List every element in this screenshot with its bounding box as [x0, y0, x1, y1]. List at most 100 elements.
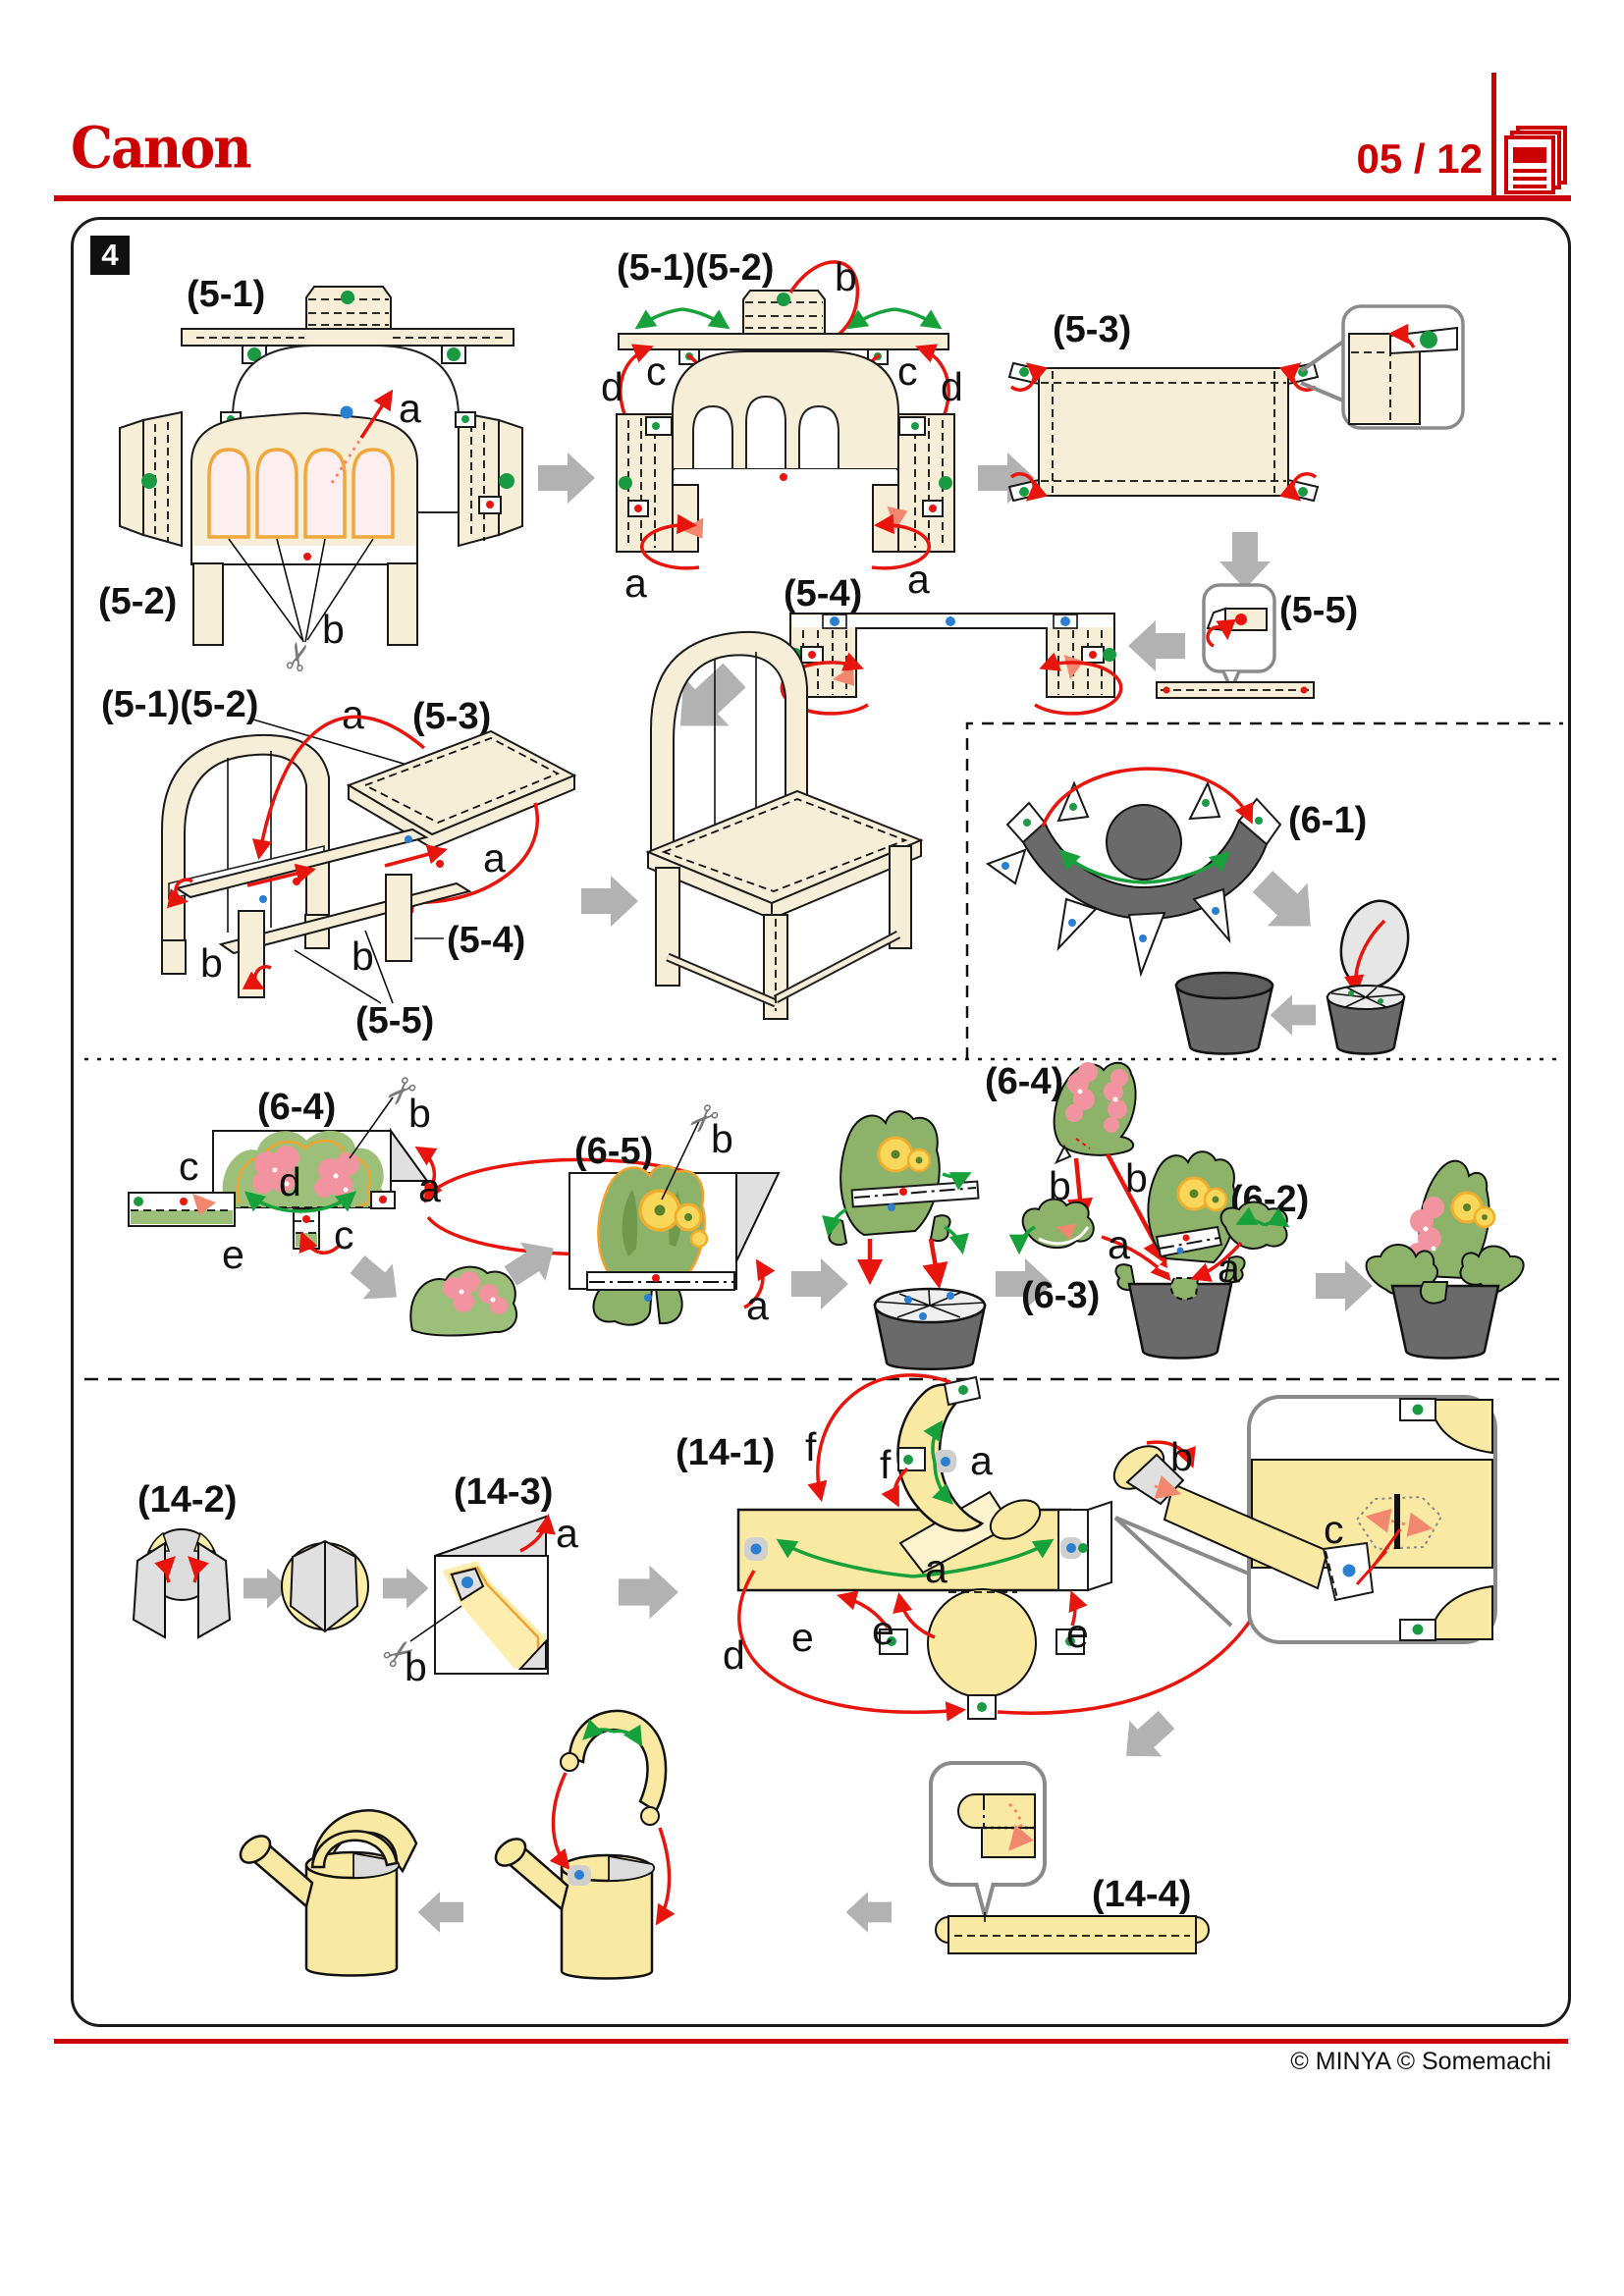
point-label: e	[791, 1615, 814, 1660]
flow-arrow-right	[538, 453, 595, 504]
plant-into-pot-diagram	[822, 1110, 987, 1370]
step-label: (5-1)	[187, 274, 265, 315]
can-handle-attach-diagram	[494, 1709, 676, 1980]
flow-arrow-diagonal	[1110, 1701, 1183, 1775]
point-label: c	[179, 1144, 199, 1189]
point-label: e	[1066, 1611, 1089, 1656]
point-label: c	[646, 348, 667, 394]
step-label: (6-5)	[574, 1131, 653, 1172]
step-label: (6-4)	[257, 1087, 336, 1128]
point-label: b	[322, 607, 345, 652]
flow-arrow-left	[1270, 994, 1316, 1036]
flow-arrow-right	[619, 1565, 678, 1620]
point-label: f	[880, 1442, 892, 1487]
step-5-3-seat-panel-diagram: (5-3)	[1007, 304, 1465, 503]
point-label: b	[1170, 1434, 1193, 1479]
pink-flower-cluster	[252, 1146, 359, 1198]
point-label: d	[601, 364, 623, 409]
step-14-3-spout-diagram: (14-3) a ✂ b	[374, 1471, 578, 1689]
point-label: a	[1108, 1222, 1130, 1267]
point-label: c	[1324, 1507, 1344, 1552]
flow-arrow-left	[1128, 620, 1185, 671]
finished-potted-plant	[1365, 1159, 1525, 1360]
point-label: b	[1125, 1155, 1148, 1201]
step-5-flat-headboard-diagram: (5-1) (5-2)	[98, 274, 523, 677]
step-5-5-strip-diagram: (5-5)	[1156, 583, 1358, 699]
step-5-4-rail-piece-diagram: (5-4)	[780, 573, 1123, 716]
step-14-1-can-body-diagram: (14-1) a f f a	[676, 1373, 1275, 1722]
step-label: (5-3)	[412, 696, 491, 737]
header-divider	[1491, 73, 1496, 198]
footer-rule	[54, 2039, 1568, 2044]
step-label: (14-1)	[676, 1432, 775, 1473]
point-label: b	[200, 940, 223, 986]
flow-arrow-right	[383, 1568, 429, 1609]
leaves-and-flowers-attach-diagram: (6-4) b b (6-3) a	[985, 1061, 1309, 1360]
step-label: (6-4)	[985, 1061, 1063, 1102]
point-label: a	[399, 386, 421, 431]
step-14-4-handle-diagram: (14-4)	[929, 1761, 1210, 1954]
step-label: (5-1)(5-2)	[101, 684, 258, 725]
flow-arrow-right	[791, 1258, 848, 1309]
tab-detail-callout	[1299, 304, 1465, 430]
point-label: a	[970, 1438, 993, 1483]
point-label: a	[556, 1511, 578, 1556]
point-label: d	[279, 1159, 301, 1204]
point-label: b	[835, 254, 857, 299]
point-label: f	[805, 1424, 817, 1469]
flow-arrow-left	[417, 1892, 463, 1933]
point-label: b	[352, 934, 374, 979]
point-label: a	[342, 692, 364, 737]
step-label: (5-3)	[1053, 309, 1131, 350]
point-label: c	[897, 348, 918, 394]
point-label: a	[907, 557, 930, 602]
body-roll-callout: c b	[1112, 1395, 1497, 1644]
step-label: (5-4)	[784, 573, 862, 614]
step-label: (5-5)	[355, 1000, 434, 1041]
step-label: (14-3)	[454, 1471, 553, 1513]
point-label: b	[405, 1644, 427, 1689]
pages-icon	[1504, 126, 1567, 194]
flow-arrow-right	[581, 876, 638, 927]
bench-assembly-diagram: (5-1)(5-2) a (5-3) a	[101, 684, 577, 1041]
header-rule	[54, 195, 1571, 201]
point-label: a	[1218, 1246, 1240, 1291]
point-label: e	[222, 1232, 244, 1277]
step-label: (14-2)	[137, 1479, 237, 1521]
point-label: a	[746, 1283, 769, 1328]
scissors-icon: ✂	[274, 636, 324, 677]
point-label: a	[483, 835, 506, 881]
point-label: d	[941, 364, 963, 409]
point-label: b	[711, 1116, 733, 1161]
step-14-2-rose-diagram: (14-2)	[132, 1479, 429, 1639]
step-badge: 4	[90, 236, 130, 275]
step-label: (5-1)(5-2)	[617, 247, 774, 289]
footer-credit: © MINYA © Somemachi	[1290, 2048, 1551, 2075]
step-label: (6-1)	[1288, 800, 1367, 841]
step-5-folding-headboard-diagram: (5-1)(5-2) b c c d d	[601, 247, 963, 606]
point-label: d	[723, 1632, 745, 1678]
finished-bench	[645, 631, 924, 1020]
flow-arrow-down	[1219, 532, 1271, 589]
flow-arrow-diagonal	[1242, 860, 1331, 948]
flow-arrow-left	[845, 1892, 892, 1933]
step-6-4-flowerbed-diagram: (6-4) c c d	[128, 1065, 740, 1337]
canon-logo: Canon	[71, 113, 252, 182]
step-label: (5-2)	[98, 581, 177, 622]
point-label: c	[334, 1212, 354, 1257]
content-frame	[71, 217, 1571, 2027]
step-6-1-pot-diagram: (6-1)	[985, 767, 1410, 1055]
point-label: a	[624, 561, 647, 606]
section-dividers	[84, 721, 1563, 1381]
point-label: b	[1049, 1163, 1071, 1208]
step-6-5-plant-diagram: (6-5) a ✂ b	[568, 1093, 781, 1328]
point-label: b	[408, 1091, 431, 1136]
point-label: e	[872, 1608, 894, 1653]
page-indicator: 05 / 12	[1356, 135, 1483, 182]
point-label: a	[418, 1165, 441, 1210]
finished-watering-can	[239, 1809, 418, 1977]
flow-arrow-right	[1316, 1260, 1373, 1311]
point-label: a	[925, 1546, 947, 1591]
step-label: (5-4)	[447, 920, 525, 961]
